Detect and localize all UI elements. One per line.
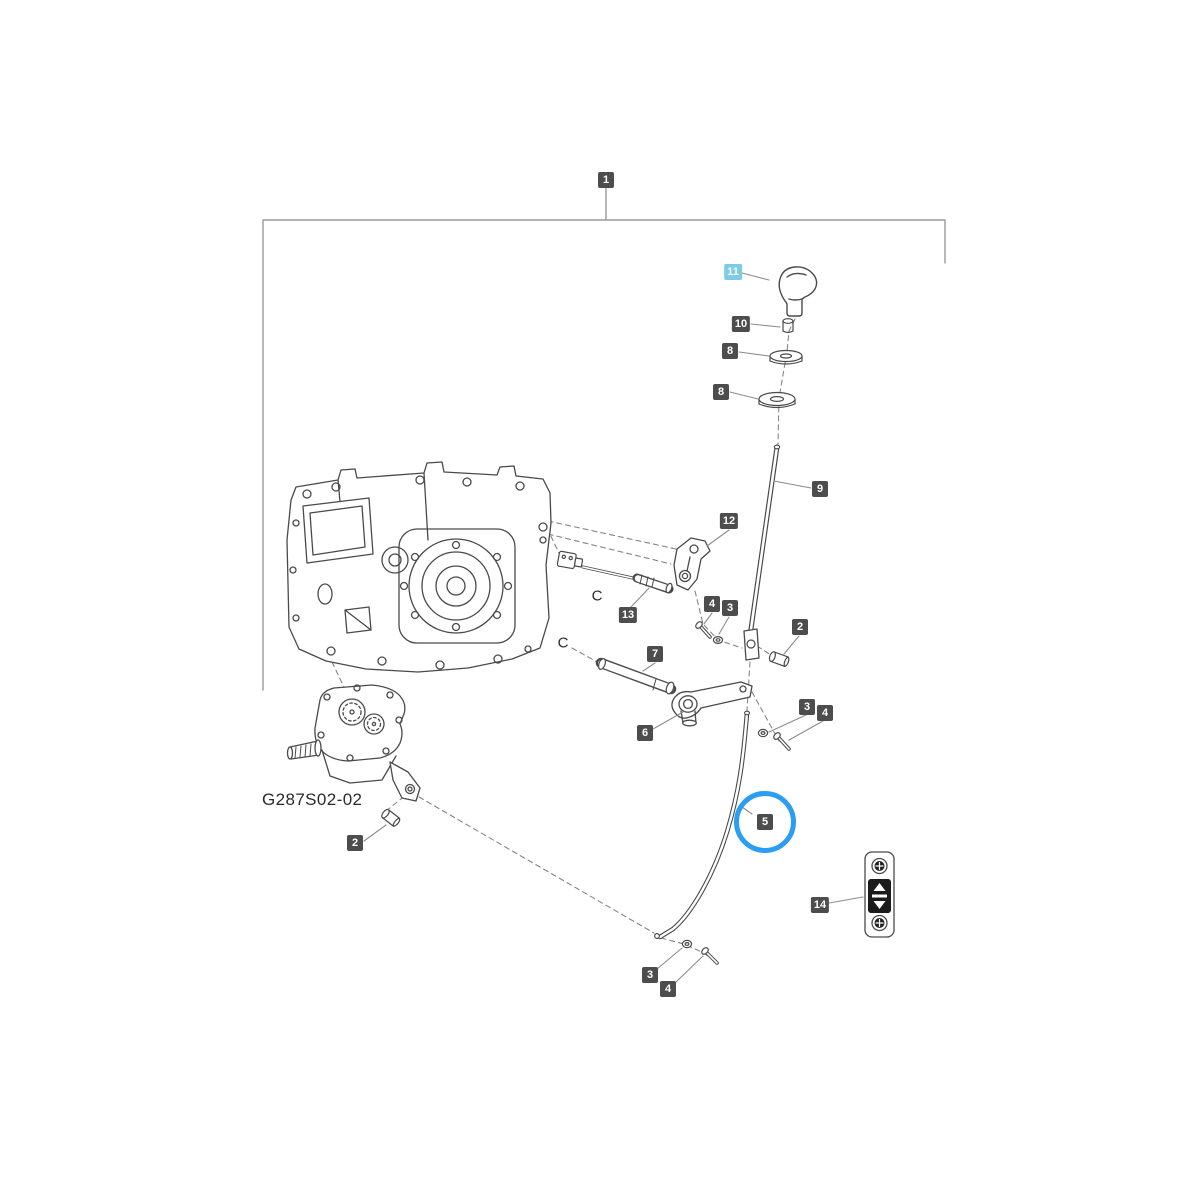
callout-2[interactable]: 2 bbox=[347, 835, 363, 851]
washer-8-lower bbox=[758, 391, 796, 409]
bracket-12 bbox=[673, 537, 711, 591]
callout-14[interactable]: 14 bbox=[810, 897, 830, 913]
callout-label: 11 bbox=[727, 265, 739, 278]
callout-3[interactable]: 3 bbox=[799, 699, 815, 715]
group-bracket bbox=[262, 187, 946, 691]
bolt-4-mid bbox=[695, 621, 712, 639]
callout-label: 5 bbox=[761, 815, 769, 828]
callout-8[interactable]: 8 bbox=[722, 343, 738, 359]
callout-label: 4 bbox=[664, 982, 672, 995]
callout-label: 8 bbox=[717, 385, 725, 398]
lever-rod-9 bbox=[743, 444, 781, 661]
decal-plate-14 bbox=[864, 851, 895, 938]
callout-3[interactable]: 3 bbox=[722, 600, 738, 616]
callout-label: 7 bbox=[651, 647, 659, 660]
washer-3-bottom bbox=[681, 939, 693, 949]
callout-label: 6 bbox=[641, 726, 649, 739]
callout-label: 14 bbox=[813, 898, 827, 911]
washer-8-upper bbox=[769, 349, 803, 365]
callout-3[interactable]: 3 bbox=[642, 967, 658, 983]
bolt-4-right bbox=[773, 732, 791, 751]
callout-9[interactable]: 9 bbox=[812, 481, 828, 497]
bolt-4-bottom bbox=[701, 947, 719, 965]
callout-5[interactable]: 5 bbox=[734, 791, 796, 853]
callout-label: 12 bbox=[722, 514, 736, 527]
callout-label: 2 bbox=[351, 836, 359, 849]
transmission-housing bbox=[286, 461, 552, 673]
callout-12[interactable]: 12 bbox=[719, 513, 739, 529]
pin-2-right bbox=[768, 651, 790, 668]
section-marker-c2: C bbox=[557, 634, 569, 652]
callout-13[interactable]: 13 bbox=[618, 607, 638, 623]
callout-1[interactable]: 1 bbox=[598, 172, 614, 188]
lever-grip-11 bbox=[778, 266, 818, 317]
callout-label: 8 bbox=[726, 344, 734, 357]
callout-10[interactable]: 10 bbox=[731, 316, 751, 332]
pto-assembly bbox=[286, 684, 421, 802]
callout-4[interactable]: 4 bbox=[704, 596, 720, 612]
pin-2-left bbox=[381, 808, 401, 827]
callout-label: 4 bbox=[708, 597, 716, 610]
lever-arm-6 bbox=[671, 681, 753, 727]
bushing-10 bbox=[782, 318, 794, 334]
washer-3-right bbox=[757, 728, 769, 738]
callout-7[interactable]: 7 bbox=[647, 646, 663, 662]
shaft-7 bbox=[595, 657, 677, 695]
washer-3-mid bbox=[712, 635, 724, 644]
callout-label: 9 bbox=[816, 482, 824, 495]
drawing-code-label: G287S02-02 bbox=[262, 790, 363, 809]
callout-label: 13 bbox=[621, 608, 635, 621]
callout-4[interactable]: 4 bbox=[660, 981, 676, 997]
callout-8[interactable]: 8 bbox=[713, 384, 729, 400]
leader-lines bbox=[363, 272, 864, 984]
callout-2[interactable]: 2 bbox=[792, 619, 808, 635]
callout-label: 4 bbox=[821, 706, 829, 719]
callout-6[interactable]: 6 bbox=[637, 725, 653, 741]
section-marker-c1: C bbox=[591, 587, 603, 605]
callout-label: 3 bbox=[726, 601, 734, 614]
callout-11[interactable]: 11 bbox=[724, 264, 742, 280]
callout-label: 10 bbox=[734, 317, 748, 330]
sensor-cable-13 bbox=[556, 550, 674, 594]
callout-4[interactable]: 4 bbox=[817, 705, 833, 721]
callout-label: 3 bbox=[646, 968, 654, 981]
callout-label: 2 bbox=[796, 620, 804, 633]
callout-label: 1 bbox=[602, 173, 610, 186]
control-rod-5 bbox=[653, 710, 750, 940]
callout-label: 3 bbox=[803, 700, 811, 713]
